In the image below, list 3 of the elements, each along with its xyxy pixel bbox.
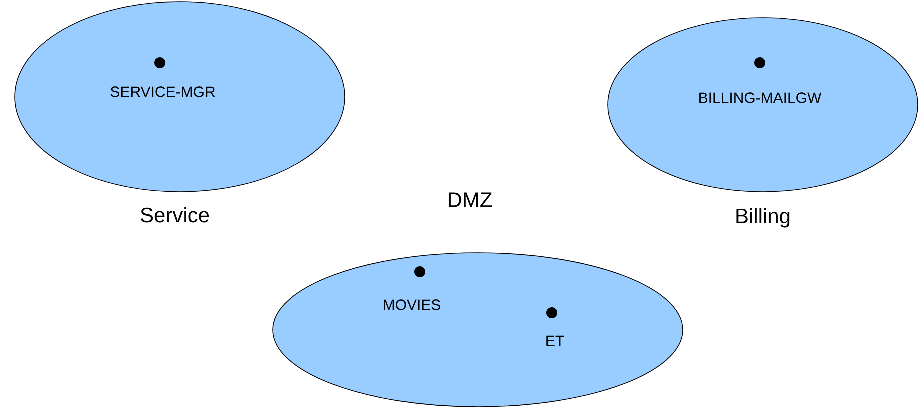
node-label: DMZ (448, 192, 492, 208)
node-label: Service (140, 207, 210, 223)
node-label: Billing (736, 208, 790, 228)
